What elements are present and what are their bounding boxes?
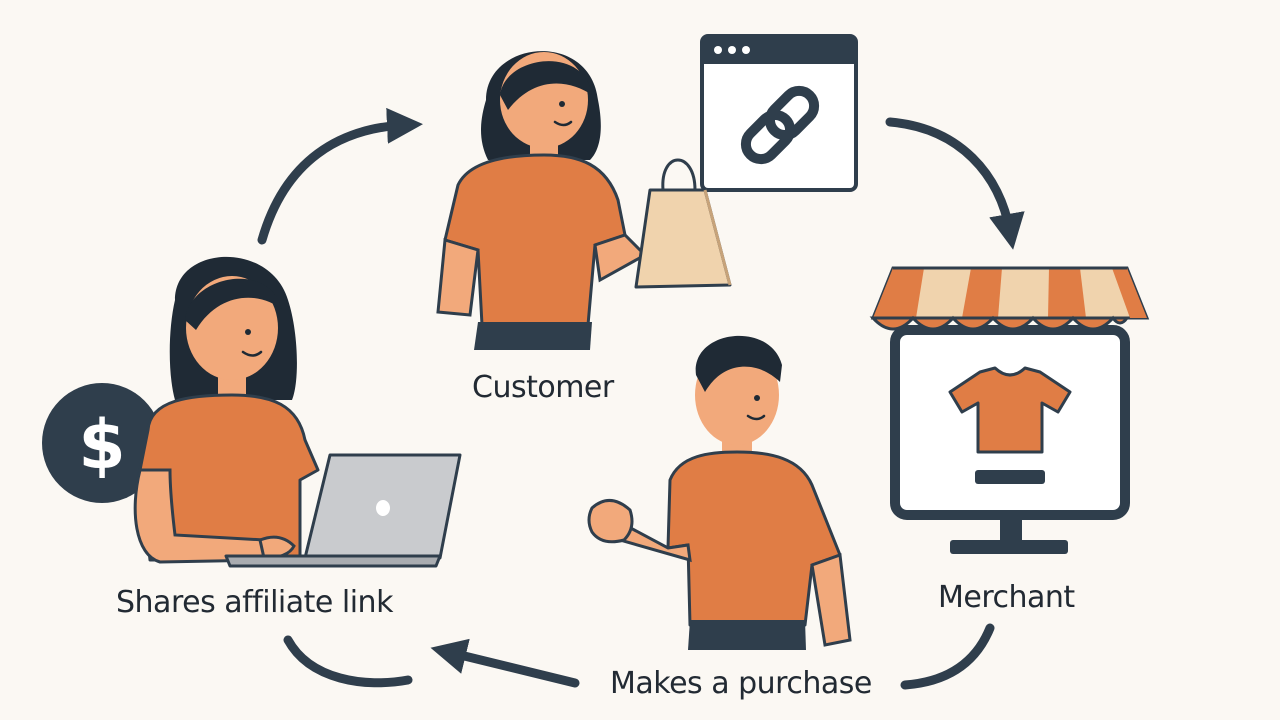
dollar-coin-icon: $ bbox=[42, 383, 162, 503]
laptop-icon bbox=[224, 453, 462, 568]
shopping-bag-icon bbox=[634, 158, 732, 289]
shares-affiliate-link-label: Shares affiliate link bbox=[116, 585, 393, 620]
merchant-label: Merchant bbox=[938, 580, 1075, 615]
affiliate-person bbox=[133, 256, 320, 564]
arrow-return-tail bbox=[283, 635, 413, 688]
storefront-icon bbox=[869, 266, 1150, 554]
arrow-purchase-to-affiliate bbox=[430, 638, 580, 688]
customer-person bbox=[436, 51, 648, 350]
flow-arrows bbox=[257, 107, 1025, 690]
makes-a-purchase-label: Makes a purchase bbox=[610, 666, 872, 701]
arrow-link-to-merchant bbox=[885, 117, 1025, 250]
arrow-merchant-to-purchase bbox=[900, 623, 995, 690]
chain-link-icon bbox=[700, 34, 858, 192]
customer-label: Customer bbox=[472, 370, 614, 405]
t-shirt-icon bbox=[948, 366, 1072, 454]
svg-text:$: $ bbox=[78, 406, 125, 485]
arrow-affiliate-to-customer bbox=[257, 107, 423, 245]
purchaser-person bbox=[587, 335, 852, 650]
